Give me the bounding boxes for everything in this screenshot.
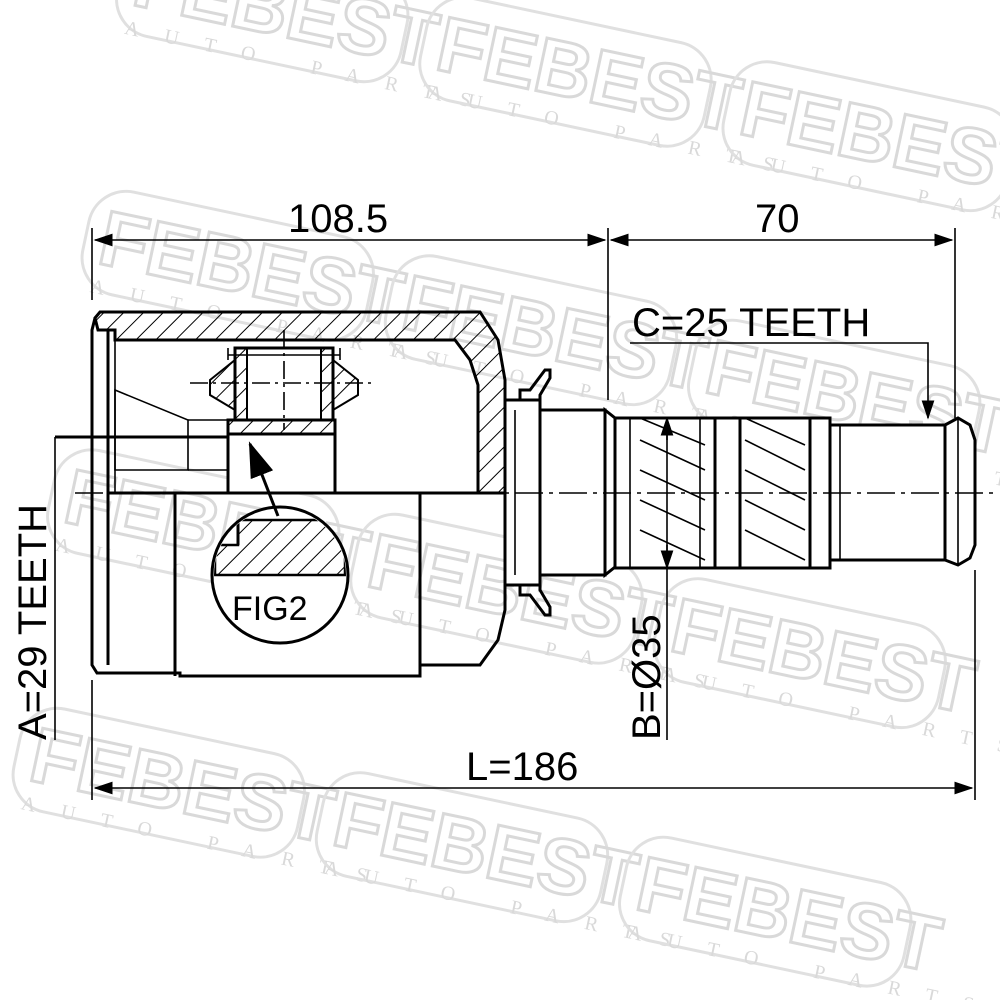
shaft-diameter-label: B=Ø35 — [625, 614, 669, 740]
housing-outline — [90, 317, 507, 678]
fig2-label: FIG2 — [232, 590, 308, 628]
watermark-logo: FEBEST AUTO PARTS — [652, 577, 1000, 763]
housing-section-hatch — [93, 310, 507, 495]
fig2-detail: FIG2 — [210, 441, 350, 645]
outer-spline-leader — [630, 342, 935, 420]
total-length-label: L=186 — [466, 745, 578, 789]
housing-length-label: 108.5 — [288, 197, 388, 241]
outer-spline-label: C=25 TEETH — [632, 301, 870, 345]
inner-spline-label: A=29 TEETH — [11, 504, 55, 740]
watermark-logo: FEBEST AUTO PARTS — [618, 835, 1000, 1000]
fig2-leader — [248, 441, 280, 517]
dimension-lines — [54, 228, 976, 800]
shaft-length-label: 70 — [755, 197, 800, 241]
tripod-roller — [55, 330, 375, 495]
